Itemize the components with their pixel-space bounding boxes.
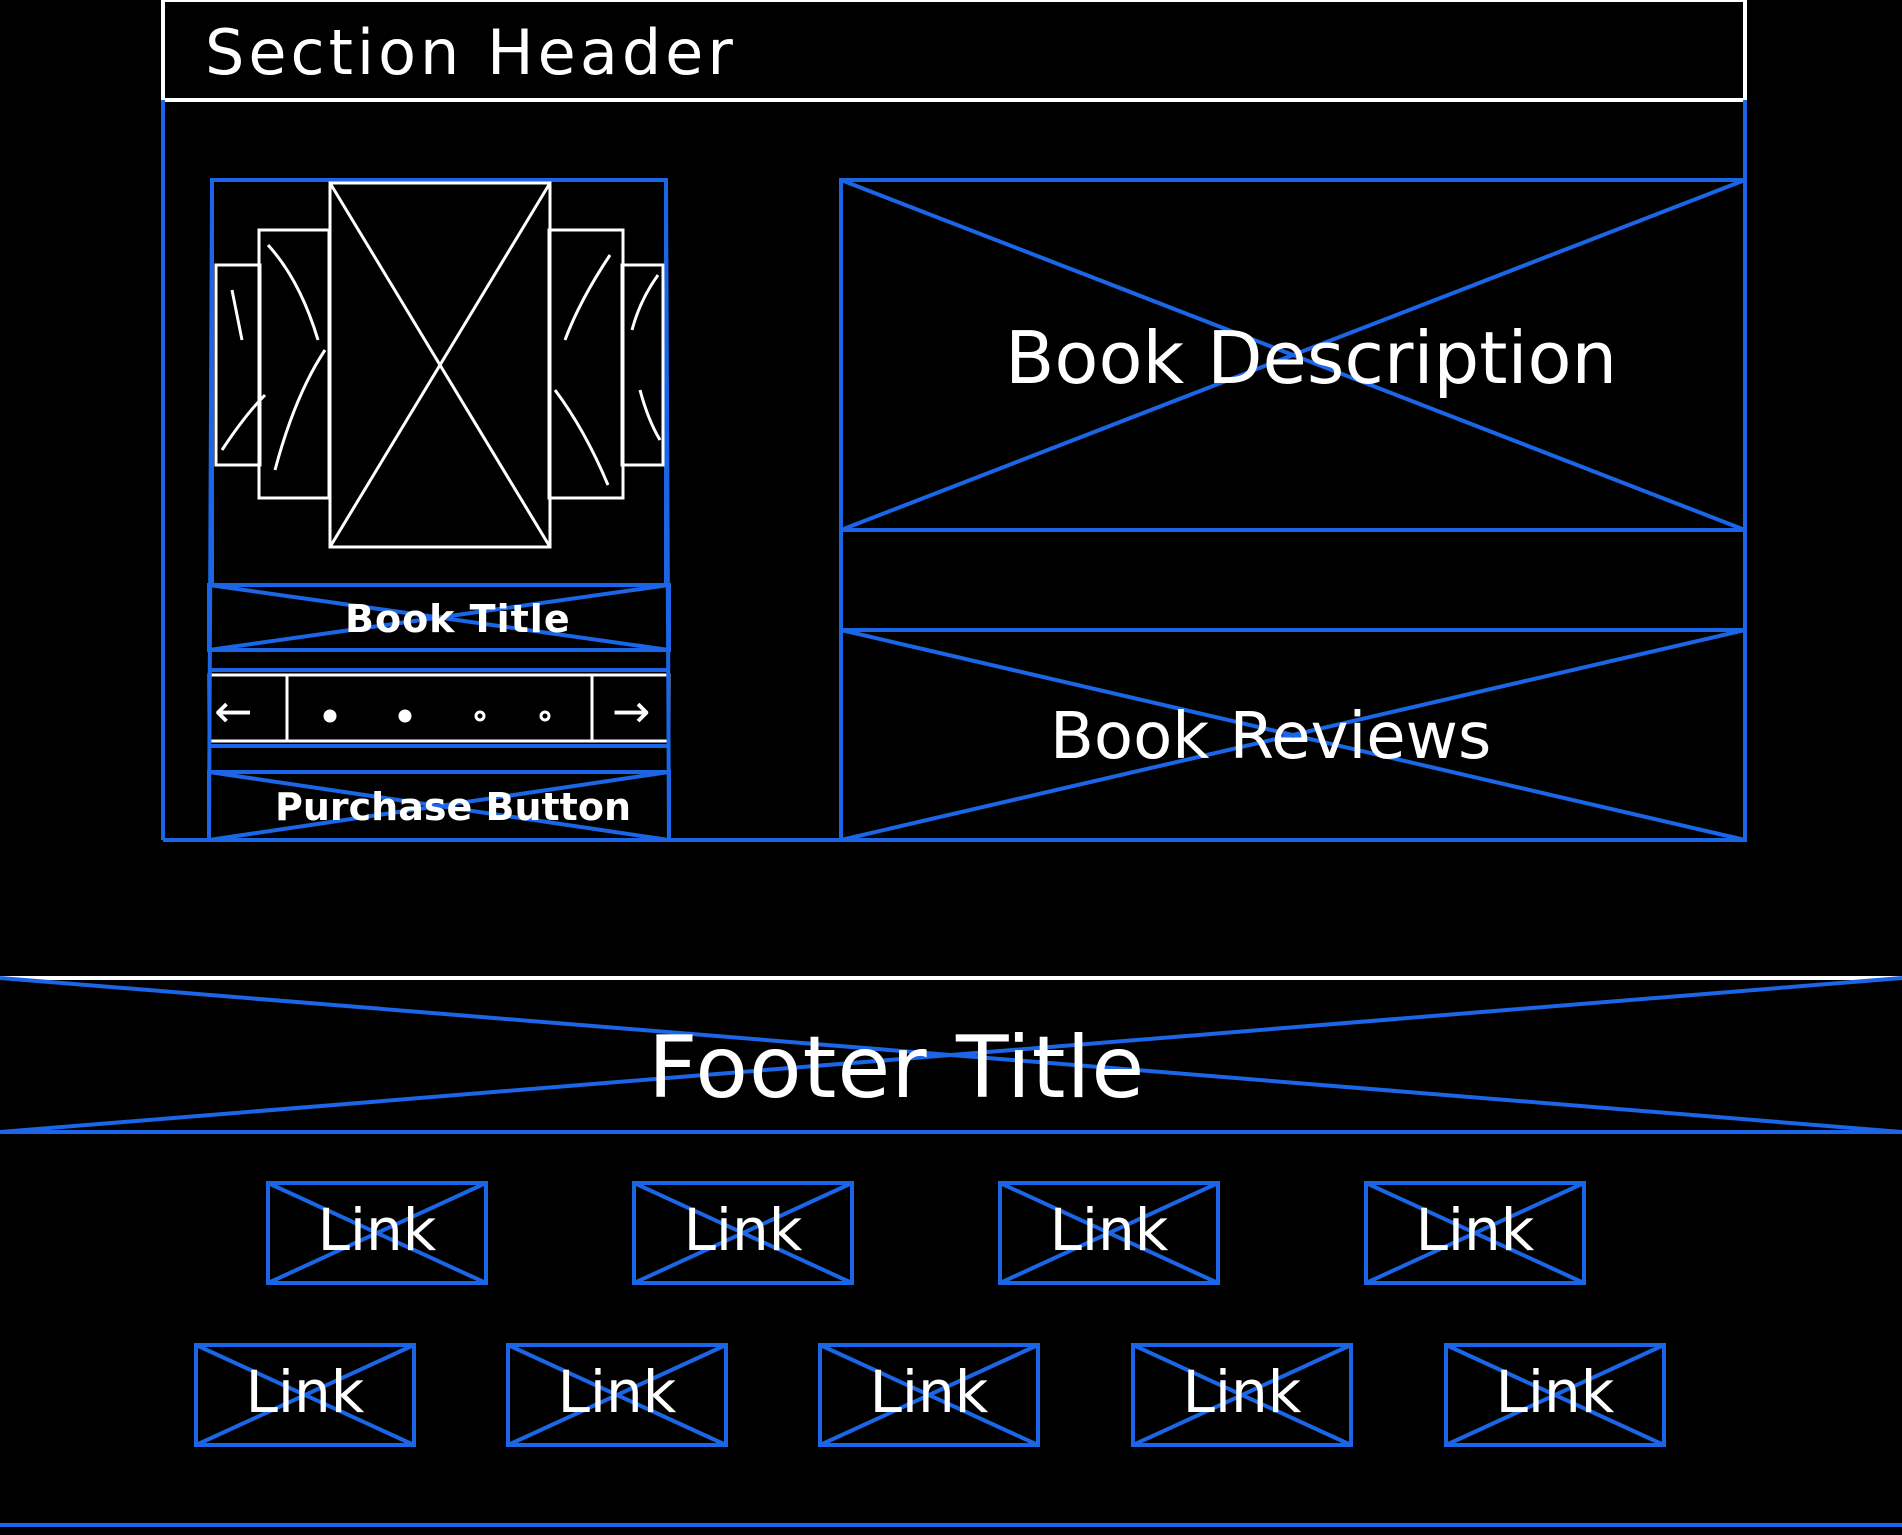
footer-links <box>194 1181 1666 1447</box>
carousel-dots[interactable] <box>323 709 551 723</box>
footer-link-box[interactable] <box>632 1181 854 1285</box>
book-cover-carousel[interactable] <box>210 178 668 587</box>
footer-link[interactable]: Link <box>1495 1358 1615 1426</box>
footer-link-box[interactable] <box>1131 1343 1353 1447</box>
section-header-box <box>161 0 1747 102</box>
footer-link-box[interactable] <box>506 1343 728 1447</box>
footer-link[interactable]: Link <box>245 1358 365 1426</box>
carousel-dot[interactable] <box>539 710 551 722</box>
footer-link[interactable]: Link <box>1415 1196 1535 1264</box>
footer-link[interactable]: Link <box>869 1358 989 1426</box>
footer-link-box[interactable] <box>1444 1343 1666 1447</box>
footer-link[interactable]: Link <box>1182 1358 1302 1426</box>
footer-link[interactable]: Link <box>1049 1196 1169 1264</box>
footer-link[interactable]: Link <box>557 1358 677 1426</box>
book-reviews-label: Book Reviews <box>1050 700 1492 774</box>
footer-title-box <box>0 976 1902 1134</box>
footer-link-box[interactable] <box>1364 1181 1586 1285</box>
left-column-frame <box>207 179 671 841</box>
purchase-button-label[interactable]: Purchase Button <box>275 785 631 829</box>
carousel-dot[interactable] <box>323 709 337 723</box>
section-header-title: Section Header <box>205 16 737 89</box>
book-description-box <box>839 178 1747 532</box>
footer-link[interactable]: Link <box>683 1196 803 1264</box>
arrow-left-icon[interactable]: ← <box>214 684 253 738</box>
footer-link-box[interactable] <box>266 1181 488 1285</box>
carousel-dot[interactable] <box>474 710 486 722</box>
footer-link-box[interactable] <box>818 1343 1040 1447</box>
footer-title: Footer Title <box>648 1018 1146 1118</box>
footer-link[interactable]: Link <box>317 1196 437 1264</box>
book-title-label: Book Title <box>345 597 571 641</box>
footer-link-box[interactable] <box>998 1181 1220 1285</box>
far-right-card <box>620 263 665 467</box>
book-reviews-box <box>839 530 1747 842</box>
footer-link-box[interactable] <box>194 1343 416 1447</box>
carousel-dot[interactable] <box>398 709 412 723</box>
arrow-right-icon[interactable]: → <box>612 684 651 738</box>
book-description-label: Book Description <box>1005 316 1618 400</box>
